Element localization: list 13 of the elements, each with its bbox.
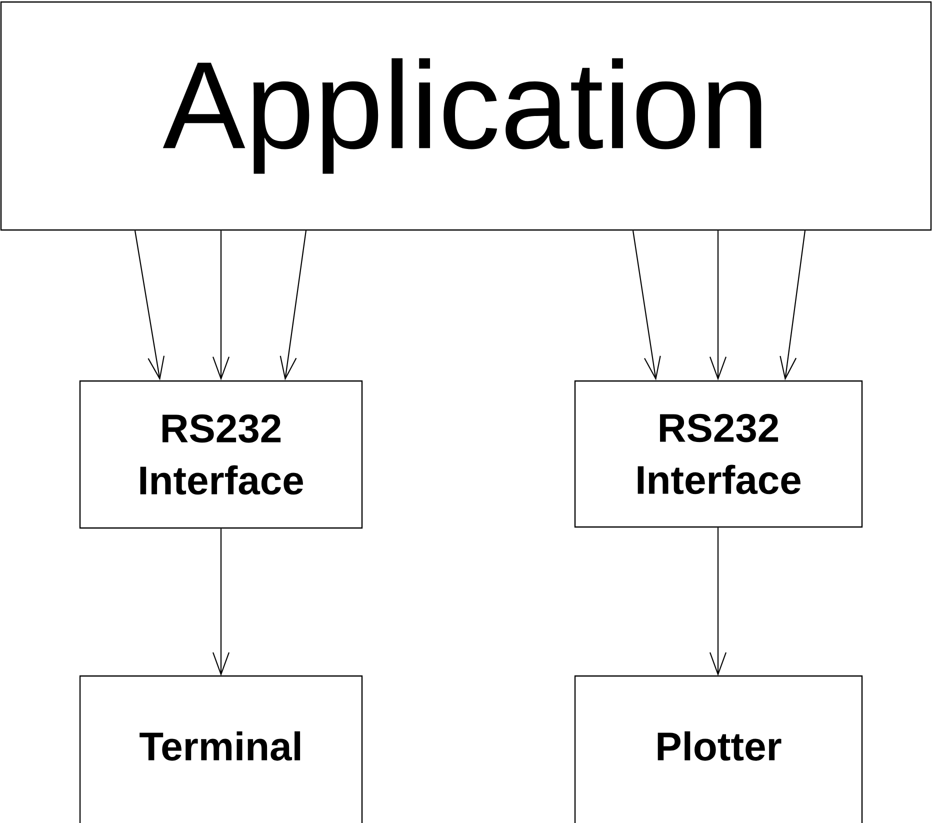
arrow xyxy=(780,230,806,380)
arrow xyxy=(134,230,165,380)
arrow xyxy=(632,230,661,380)
device-box: Terminal xyxy=(79,675,363,823)
arrow xyxy=(212,528,230,676)
device-box: Plotter xyxy=(574,675,863,823)
arrow xyxy=(280,230,307,380)
arrow xyxy=(710,230,727,380)
arrow xyxy=(212,230,230,380)
interface-box: RS232 Interface xyxy=(79,380,363,529)
arrow xyxy=(710,528,727,676)
interface-box: RS232 Interface xyxy=(574,380,863,528)
application-box: Application xyxy=(0,1,932,231)
